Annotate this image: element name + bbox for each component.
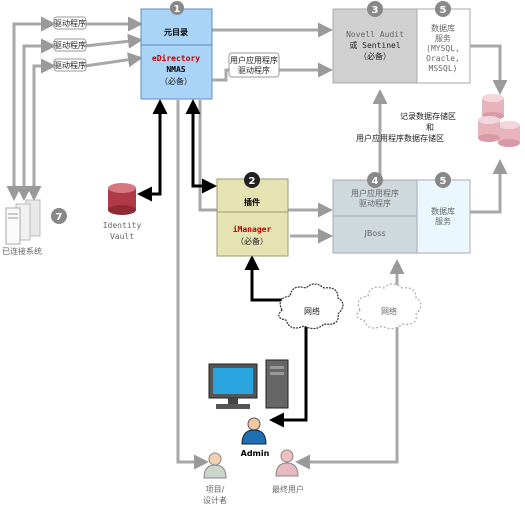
network-cloud-icon <box>278 283 344 330</box>
db-mid-line2: 服务 <box>435 216 451 226</box>
driver-label-3: 驱动程序 <box>54 60 86 70</box>
userapp-line2: 驱动程序 <box>359 198 391 208</box>
driver-boxes: 驱动程序 驱动程序 驱动程序 <box>53 16 87 72</box>
db-top-line3: (MYSQL, <box>426 44 460 53</box>
metadirectory-box: 元目录 eDirectory NMAS （必备） <box>140 8 213 100</box>
enduser-person-icon <box>275 449 299 477</box>
network-label-1: 网络 <box>304 306 320 316</box>
db-top-line1: 数据库 <box>431 23 455 33</box>
connected-systems-icon <box>5 199 41 245</box>
userapp-box: 用户应用程序 驱动程序 JBoss 数据库 服务 <box>332 179 471 254</box>
db-top-line2: 服务 <box>435 33 451 43</box>
designer-line2: 设计者 <box>203 495 227 505</box>
imanager-label: iManager <box>233 224 272 234</box>
vault-line1: Identity <box>103 221 142 230</box>
audit-box: Novell Audit 或 Sentinel （必备） 数据库 服务 (MYS… <box>332 8 471 84</box>
plugins-required: （必备） <box>236 236 268 246</box>
storage-line3: 用户应用程序数据存储区 <box>356 133 444 143</box>
computer-icon <box>208 359 289 409</box>
ua-driver-line1: 用户应用程序 <box>230 55 278 65</box>
badge-5-top: 5 <box>440 5 447 16</box>
db-top-line4: Oracle, <box>426 54 460 63</box>
vault-line2: Vault <box>110 232 134 241</box>
badge-3: 3 <box>372 5 379 16</box>
badge-2: 2 <box>249 176 256 187</box>
audit-line1: Novell Audit <box>346 30 404 39</box>
plugins-box: 插件 iManager （必备） <box>216 178 289 257</box>
admin-label: Admin <box>241 449 270 458</box>
ua-driver-box: 用户应用程序 驱动程序 <box>228 52 280 78</box>
jboss-label: JBoss <box>363 229 385 238</box>
db-top-line5: MSSQL) <box>429 64 458 73</box>
driver-label-1: 驱动程序 <box>54 18 86 28</box>
badge-4: 4 <box>372 176 379 187</box>
storage-line2: 和 <box>426 123 434 132</box>
ua-driver-line2: 驱动程序 <box>238 65 270 75</box>
db-mid-line1: 数据库 <box>431 206 455 216</box>
edirectory-label: eDirectory <box>152 53 200 63</box>
driver-label-2: 驱动程序 <box>54 40 86 50</box>
step-badges: 1 2 3 4 5 5 7 <box>51 1 451 224</box>
gray-connectors <box>6 16 508 470</box>
network-label-2: 网络 <box>381 306 397 316</box>
metadirectory-required: （必备） <box>160 76 192 86</box>
audit-line2: 或 Sentinel <box>349 40 401 50</box>
audit-required: （必备） <box>359 51 391 61</box>
enduser-label: 最终用户 <box>272 484 304 494</box>
userapp-line1: 用户应用程序 <box>351 188 399 198</box>
plugins-title: 插件 <box>244 197 260 207</box>
badge-7: 7 <box>56 212 63 223</box>
designer-person-icon <box>203 452 227 479</box>
storage-line1: 记录数据存储区 <box>400 111 456 121</box>
black-connectors <box>137 99 308 428</box>
storage-cylinders-icon <box>478 94 520 147</box>
nmas-label: NMAS <box>166 65 185 74</box>
network-cloud-2-icon <box>356 283 422 330</box>
metadirectory-title: 元目录 <box>164 28 188 37</box>
badge-5-mid: 5 <box>440 176 447 187</box>
designer-line1: 项目/ <box>206 485 225 494</box>
identity-vault-icon <box>108 183 136 215</box>
connected-systems-label: 已连接系统 <box>2 246 42 256</box>
admin-person-icon <box>241 417 267 445</box>
badge-1: 1 <box>174 4 181 15</box>
